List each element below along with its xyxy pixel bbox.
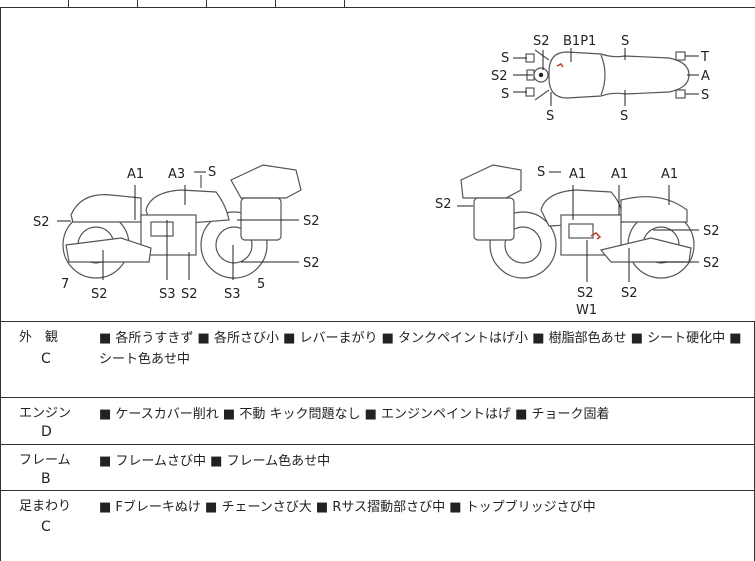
left-side-view: A1 A3 S S2 S2 S2 7 S2 S3 S2 S3 5: [33, 164, 320, 302]
top-table-strip: [0, 0, 755, 8]
top-label: A: [701, 69, 710, 84]
row-notes: ■ ケースカバー削れ ■ 不動 キック問題なし ■ エンジンペイントはげ ■ チ…: [99, 407, 610, 422]
top-label: B1P1: [563, 34, 596, 49]
mirror-right: [525, 87, 535, 97]
top-cell: [207, 0, 276, 7]
right-label: A1: [611, 167, 628, 182]
row-grade: C: [41, 351, 51, 367]
top-label: T: [700, 50, 709, 65]
left-label: S3: [224, 287, 241, 302]
top-label: S2: [491, 69, 508, 84]
right-label: W1: [576, 303, 597, 318]
handlebar: [534, 49, 550, 101]
top-cell: [69, 0, 138, 7]
top-label: S: [546, 109, 554, 124]
row-exterior: 外 観 C ■ 各所うすきず ■ 各所さび小 ■ レバーまがり ■ タンクペイン…: [0, 321, 755, 397]
row-grade: C: [41, 519, 51, 535]
top-view-body: [548, 51, 690, 99]
row-notes: ■ 各所うすきず ■ 各所さび小 ■ レバーまがり ■ タンクペイントはげ小 ■…: [99, 331, 742, 367]
side-case-right: [473, 197, 515, 241]
left-label: S3: [159, 287, 176, 302]
right-label: S2: [435, 197, 452, 212]
engine-cover: [150, 221, 174, 237]
engine-mark: [590, 232, 602, 240]
left-label: S2: [181, 287, 198, 302]
tail-right: [675, 89, 686, 99]
row-grade: D: [41, 424, 52, 440]
right-label: A1: [661, 167, 678, 182]
top-cell: [276, 0, 345, 7]
inspection-rows: 外 観 C ■ 各所うすきず ■ 各所さび小 ■ レバーまがり ■ タンクペイン…: [0, 321, 755, 561]
right-label: S2: [621, 286, 638, 301]
row-notes: ■ Fブレーキぬけ ■ チェーンさび大 ■ Rサス摺動部さび中 ■ トップブリッ…: [99, 500, 596, 515]
right-side-view: S A1 A1 A1 S2 S2 S2 S2 W1 S2: [435, 164, 720, 318]
top-cell: [138, 0, 207, 7]
front-fender-left: [70, 194, 142, 223]
left-label: S2: [303, 256, 320, 271]
right-label: S: [537, 165, 545, 180]
left-label: S: [208, 165, 216, 180]
tank-mark: [556, 63, 564, 68]
top-view-dot: [538, 72, 544, 78]
left-label: S2: [303, 214, 320, 229]
rear-box-left: [230, 164, 302, 199]
front-fender-right: [620, 196, 688, 223]
side-case-left: [240, 197, 282, 241]
row-frame: フレーム B ■ フレームさび中 ■ フレーム色あせ中: [0, 444, 755, 490]
row-category: 足まわり: [19, 499, 72, 514]
row-grade: B: [41, 471, 51, 487]
row-engine: エンジン D ■ ケースカバー削れ ■ 不動 キック問題なし ■ エンジンペイン…: [0, 397, 755, 444]
top-label: S: [501, 51, 509, 66]
row-notes: ■ フレームさび中 ■ フレーム色あせ中: [99, 454, 331, 469]
row-category: 外 観: [19, 330, 59, 345]
top-label: S: [501, 87, 509, 102]
top-view: S2 B1P1 S S S2 S S S T A S: [491, 34, 710, 124]
damage-diagram: S2 B1P1 S S S2 S S S T A S: [0, 8, 755, 321]
top-label: S: [620, 109, 628, 124]
rear-wheel-hub-right: [504, 226, 542, 264]
tail-left: [675, 51, 686, 61]
right-label: S2: [703, 224, 720, 239]
right-label: A1: [569, 167, 586, 182]
left-label: 7: [61, 277, 69, 292]
motorcycle-diagram-svg: S2 B1P1 S S S2 S S S T A S: [33, 34, 720, 318]
seat-line: [600, 54, 606, 96]
left-label: A3: [168, 167, 185, 182]
row-suspension: 足まわり C ■ Fブレーキぬけ ■ チェーンさび大 ■ Rサス摺動部さび中 ■…: [0, 490, 755, 561]
left-label: S2: [91, 287, 108, 302]
row-category: フレーム: [19, 453, 71, 468]
top-label: S: [701, 88, 709, 103]
row-category: エンジン: [19, 406, 72, 421]
top-cell: [0, 0, 69, 7]
top-label: S: [621, 34, 629, 49]
mirror-left: [525, 53, 535, 63]
engine-cover-right: [568, 223, 594, 239]
right-label: S2: [703, 256, 720, 271]
top-label: S2: [533, 34, 550, 49]
rear-box-right: [460, 164, 522, 199]
rear-wheel-hub: [215, 226, 253, 264]
left-label: S2: [33, 215, 50, 230]
exhaust-right: [599, 237, 692, 263]
right-label: S2: [577, 286, 594, 301]
left-label: 5: [257, 277, 265, 292]
left-label: A1: [127, 167, 144, 182]
exhaust-left: [65, 237, 152, 263]
